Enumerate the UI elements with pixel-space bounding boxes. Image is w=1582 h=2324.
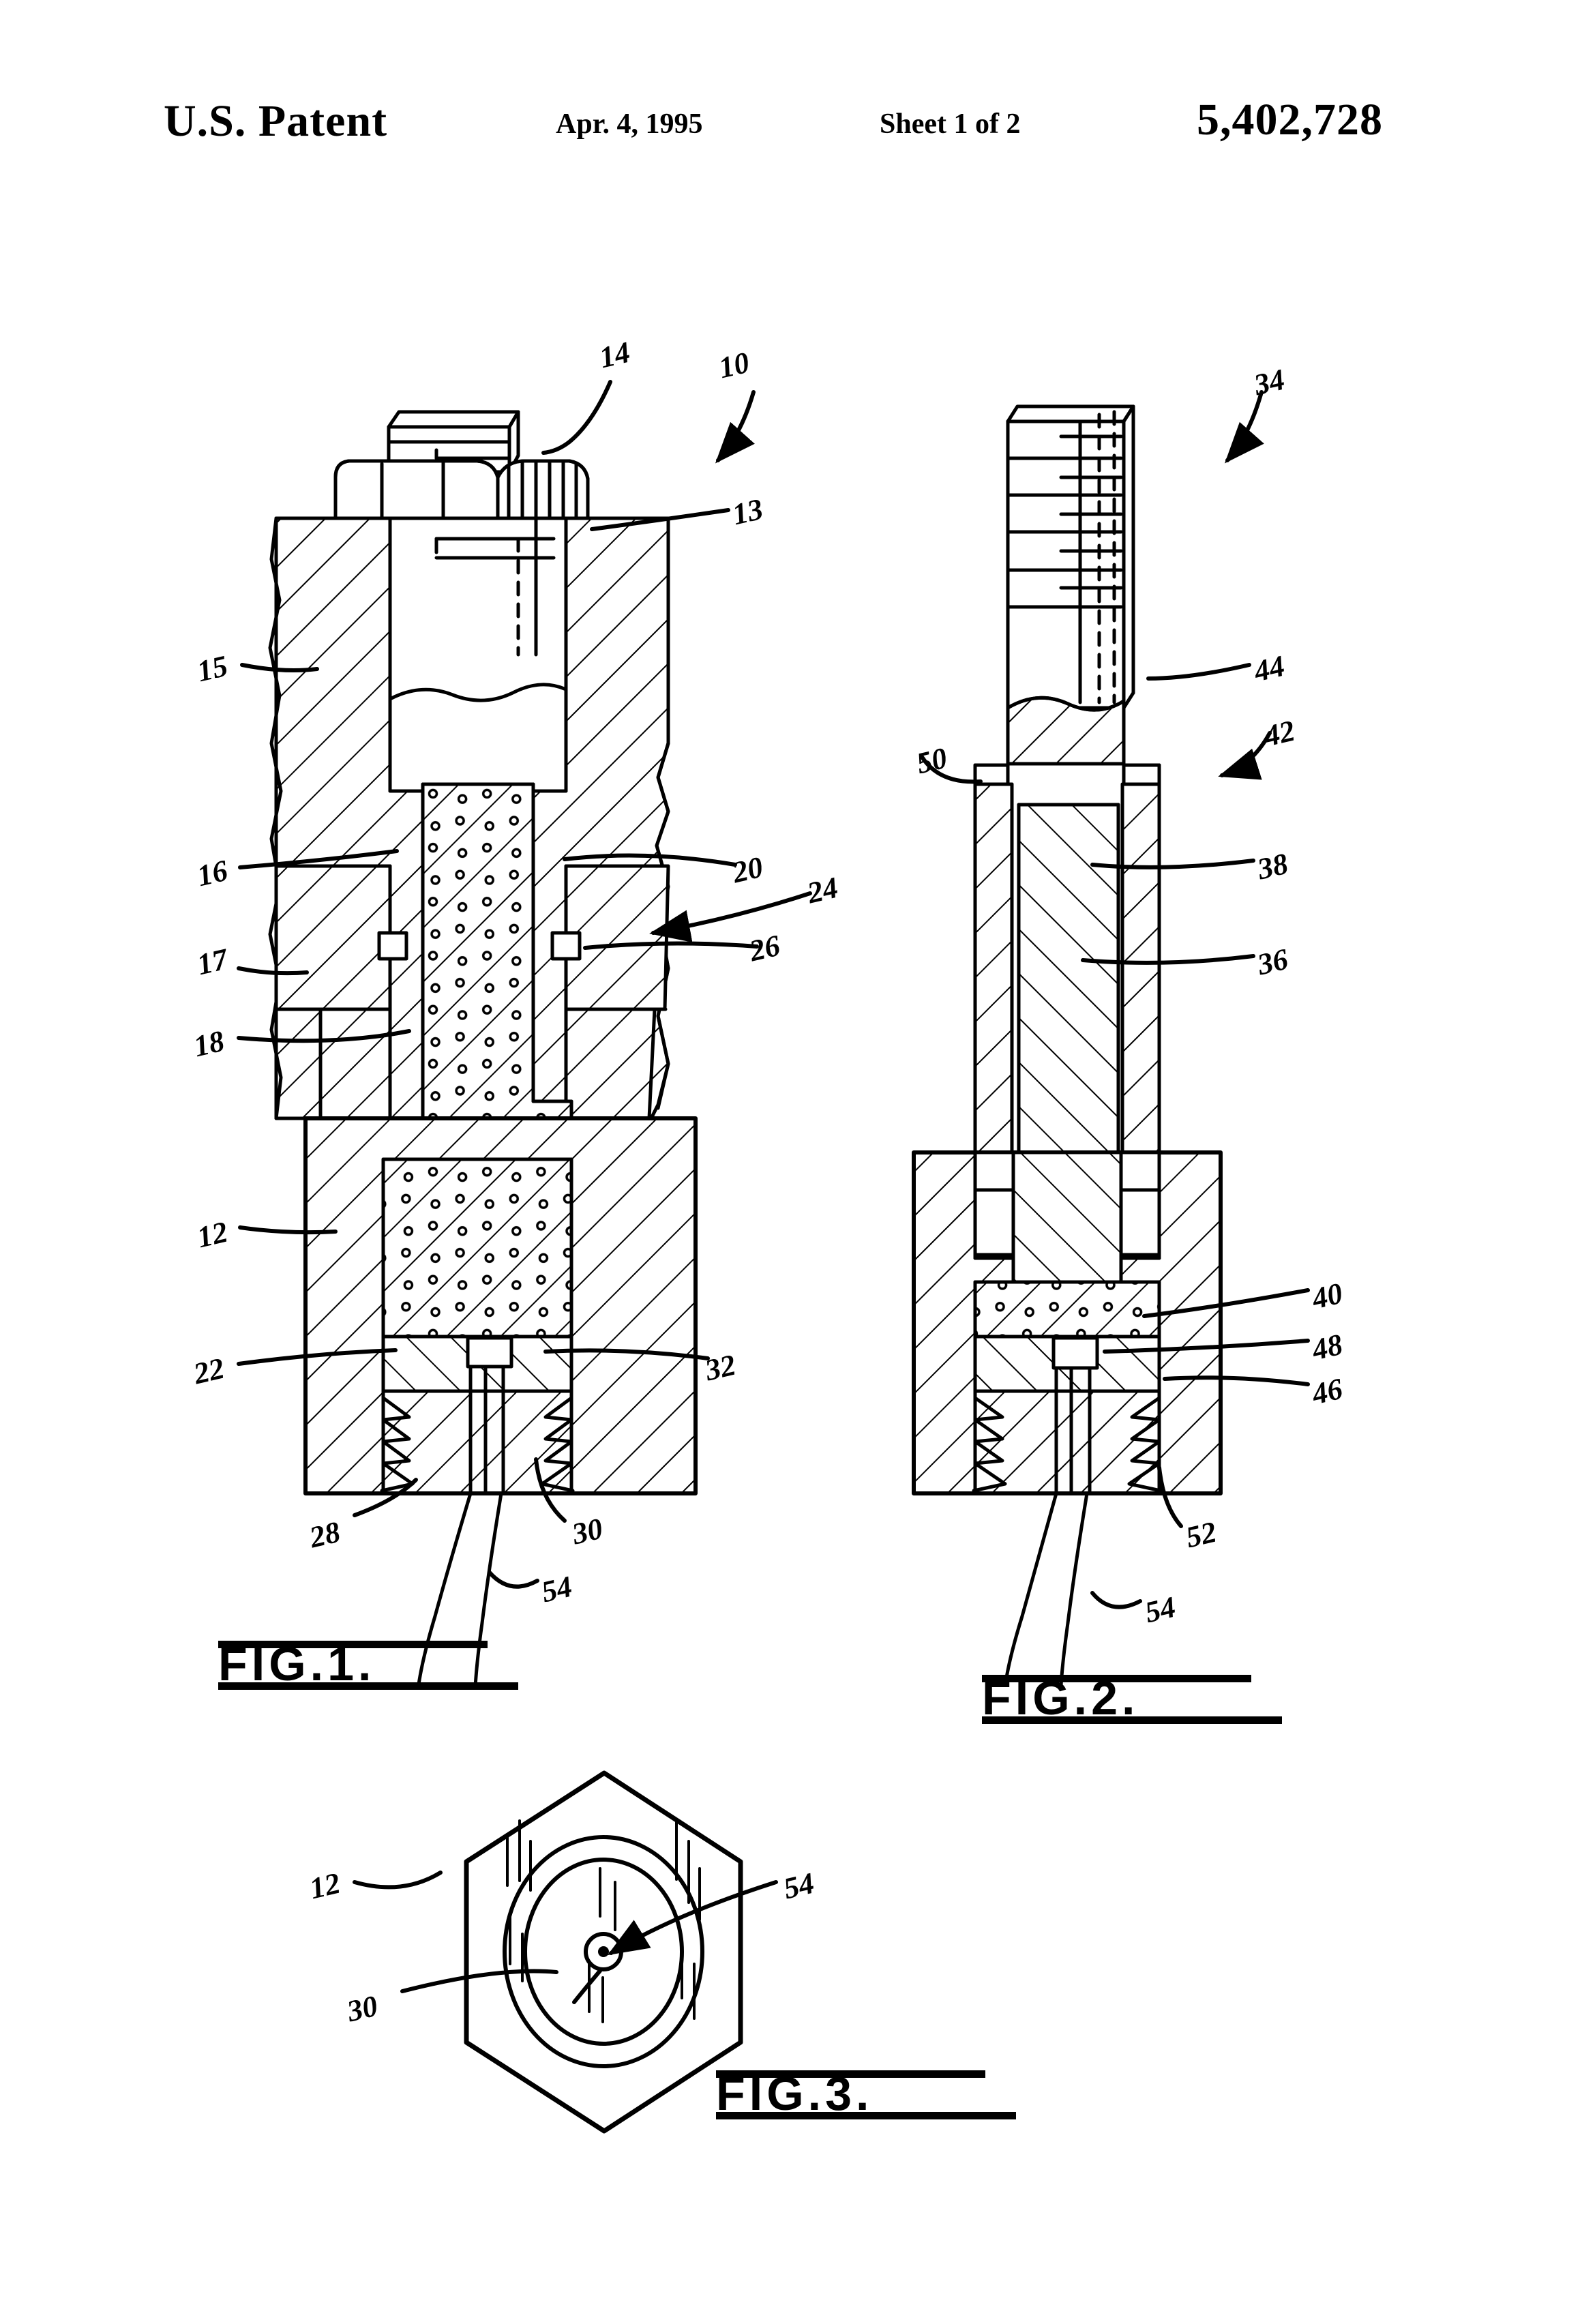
patent-date: Apr. 4, 1995 — [556, 108, 703, 140]
figure-1-caption: FIG.1. — [218, 1637, 518, 1691]
fig3-center-dot — [598, 1946, 609, 1957]
fig1-sensor-body — [303, 1116, 698, 1495]
patent-header: U.S. Patent Apr. 4, 1995 Sheet 1 of 2 5,… — [0, 95, 1582, 170]
figure-3-caption: FIG.3. — [716, 2066, 1016, 2121]
figure-2-drawing — [912, 390, 1310, 1688]
fig1-leader-lines — [237, 380, 812, 1589]
fig1-lead-wire — [417, 1491, 503, 1689]
fig2-core-rod — [973, 782, 1161, 1154]
fig1-threaded-bore — [380, 1365, 575, 1495]
fig2-leader-lines — [920, 390, 1310, 1609]
fig3-outer-circle — [503, 1835, 704, 2068]
fig1-compression-seal — [381, 1335, 573, 1393]
figure-3-drawing — [353, 1770, 778, 2134]
fig2-lead-wire — [1004, 1491, 1089, 1688]
sheet-indicator: Sheet 1 of 2 — [880, 108, 1021, 140]
fig3-leader-lines — [353, 1871, 778, 2004]
fig2-ceramic-disc — [973, 1280, 1161, 1393]
page-title: U.S. Patent — [164, 96, 388, 146]
fig2-threaded-shank — [1006, 404, 1135, 710]
figure-2-caption: FIG.2. — [982, 1671, 1282, 1725]
fig1-bore — [388, 516, 568, 793]
figure-1-drawing — [237, 380, 812, 1689]
patent-number: 5,402,728 — [1197, 95, 1383, 145]
fig1-hex-nut — [333, 459, 590, 520]
